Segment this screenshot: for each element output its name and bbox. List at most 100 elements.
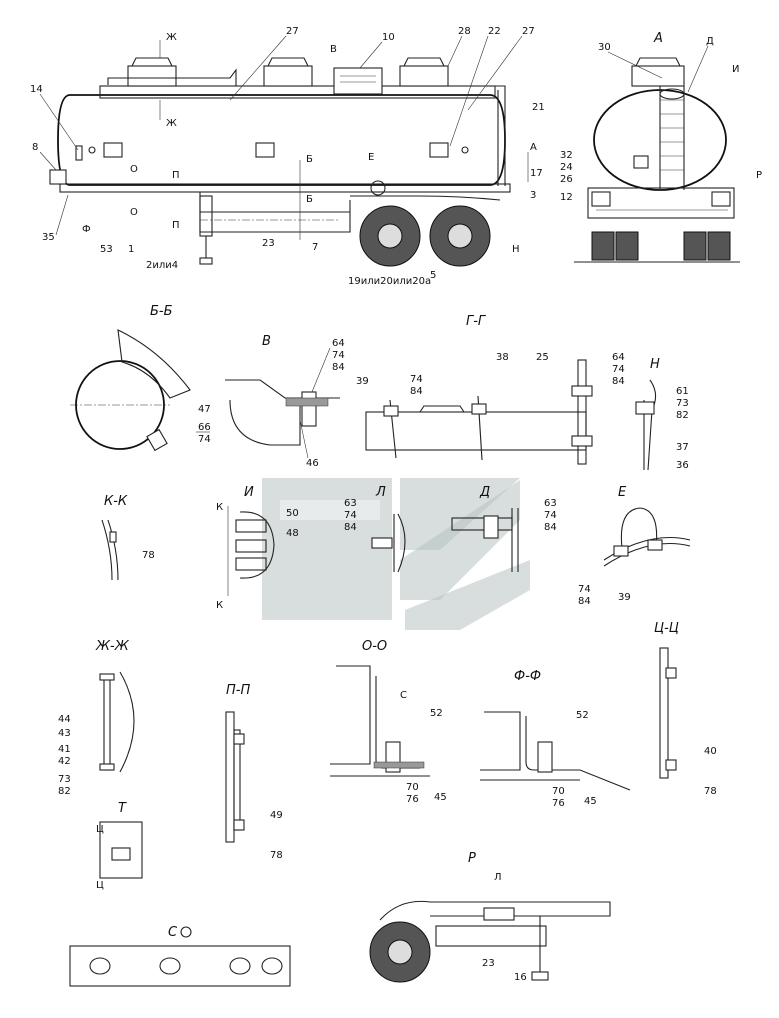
section-OO: О-О С 52 70 76 45 bbox=[330, 639, 447, 805]
side-view-labels: 14 8 35 Ф 53 1 О О П П 2или4 23 7 Б Б Е … bbox=[30, 26, 545, 287]
callout-74: 74 bbox=[344, 510, 357, 521]
callout-24: 24 bbox=[560, 162, 573, 173]
section-ZH-bottom: Ж bbox=[166, 118, 177, 129]
section-BB-title: Б-Б bbox=[150, 304, 173, 319]
section-ZHZH-title: Ж-Ж bbox=[95, 639, 130, 654]
section-TSTS-title: Ц-Ц bbox=[654, 621, 679, 636]
section-TS-bottom: Ц bbox=[96, 880, 104, 891]
callout-74: 74 bbox=[578, 584, 591, 595]
callout-23: 23 bbox=[262, 238, 275, 249]
detail-D: Д 63 74 84 bbox=[451, 485, 557, 572]
section-KK-title: К-К bbox=[104, 494, 128, 509]
callout-84: 84 bbox=[544, 522, 557, 533]
callout-16: 16 bbox=[514, 972, 527, 983]
callout-L: Л bbox=[494, 872, 502, 883]
callout-32: 32 bbox=[560, 150, 573, 161]
detail-E: Е 74 84 39 bbox=[578, 485, 691, 607]
watermark-logo bbox=[262, 478, 530, 630]
callout-66: 66 bbox=[198, 422, 211, 433]
callout-27-left: 27 bbox=[286, 26, 299, 37]
detail-R-title: Р bbox=[468, 851, 476, 866]
callout-82: 82 bbox=[676, 410, 689, 421]
callout-74: 74 bbox=[612, 364, 625, 375]
side-view bbox=[49, 40, 529, 267]
detail-I-title: И bbox=[244, 485, 254, 500]
callout-1: 1 bbox=[128, 244, 134, 255]
callout-63: 63 bbox=[544, 498, 557, 509]
callout-27-right: 27 bbox=[522, 26, 535, 37]
callout-73: 73 bbox=[676, 398, 689, 409]
callout-64: 64 bbox=[332, 338, 345, 349]
callout-12: 12 bbox=[560, 192, 573, 203]
callout-74: 74 bbox=[332, 350, 345, 361]
section-TSTS: Ц-Ц 40 78 bbox=[654, 621, 717, 797]
section-ZHZH: Ж-Ж 44 43 41 42 73 82 bbox=[58, 639, 135, 797]
callout-50: 50 bbox=[286, 508, 299, 519]
section-S: С bbox=[69, 925, 291, 987]
callout-3: 3 bbox=[530, 190, 536, 201]
callout-78: 78 bbox=[142, 550, 155, 561]
view-A-marker: А bbox=[530, 142, 537, 153]
callout-42: 42 bbox=[58, 756, 71, 767]
callout-37: 37 bbox=[676, 442, 689, 453]
front-view-labels: А 30 Д И 32 26 24 12 Р bbox=[560, 31, 762, 203]
callout-76: 76 bbox=[552, 798, 565, 809]
detail-T: Т Ц Ц bbox=[96, 801, 143, 891]
section-K-top: К bbox=[216, 502, 223, 513]
callout-8: 8 bbox=[32, 142, 38, 153]
callout-61: 61 bbox=[676, 386, 689, 397]
callout-78: 78 bbox=[270, 850, 283, 861]
callout-19-20-20a: 19или20или20а bbox=[348, 276, 431, 287]
callout-17: 17 bbox=[530, 168, 543, 179]
section-B-bottom: Б bbox=[306, 194, 313, 205]
callout-84: 84 bbox=[410, 386, 423, 397]
detail-I: И К К 50 48 bbox=[216, 485, 299, 611]
callout-45: 45 bbox=[434, 792, 447, 803]
callout-73: 73 bbox=[58, 774, 71, 785]
section-TS-top: Ц bbox=[96, 824, 104, 835]
section-KK: К-К 78 bbox=[101, 494, 155, 581]
callout-78: 78 bbox=[704, 786, 717, 797]
callout-V: В bbox=[330, 44, 337, 55]
callout-53: 53 bbox=[100, 244, 113, 255]
callout-D: Д bbox=[706, 36, 714, 47]
callout-39: 39 bbox=[356, 376, 369, 387]
callout-N: Н bbox=[512, 244, 520, 255]
section-R: Р bbox=[756, 170, 762, 181]
section-K-bottom: К bbox=[216, 600, 223, 611]
detail-D-title: Д bbox=[479, 485, 490, 500]
section-F: Ф bbox=[82, 224, 91, 235]
callout-82: 82 bbox=[58, 786, 71, 797]
detail-E-title: Е bbox=[618, 485, 627, 500]
callout-35: 35 bbox=[42, 232, 55, 243]
section-B-top: Б bbox=[306, 154, 313, 165]
callout-76: 76 bbox=[406, 794, 419, 805]
detail-L-title: Л bbox=[375, 485, 386, 500]
section-FF: Ф-Ф 52 70 76 45 bbox=[480, 669, 631, 809]
callout-44: 44 bbox=[58, 714, 71, 725]
callout-39: 39 bbox=[618, 592, 631, 603]
callout-84: 84 bbox=[332, 362, 345, 373]
callout-41: 41 bbox=[58, 744, 71, 755]
callout-40: 40 bbox=[704, 746, 717, 757]
callout-36: 36 bbox=[676, 460, 689, 471]
section-P-top: П bbox=[172, 170, 180, 181]
callout-74: 74 bbox=[410, 374, 423, 385]
callout-64: 64 bbox=[612, 352, 625, 363]
section-O-top: О bbox=[130, 164, 138, 175]
section-I: И bbox=[732, 64, 739, 75]
callout-5: 5 bbox=[430, 270, 436, 281]
callout-14: 14 bbox=[30, 84, 43, 95]
callout-84: 84 bbox=[578, 596, 591, 607]
callout-52: 52 bbox=[430, 708, 443, 719]
callout-38: 38 bbox=[496, 352, 509, 363]
detail-N: Н 61 73 82 37 36 bbox=[635, 357, 689, 471]
callout-28: 28 bbox=[458, 26, 471, 37]
detail-V: В 64 74 84 46 bbox=[225, 334, 345, 469]
callout-74: 74 bbox=[198, 434, 211, 445]
detail-T-title: Т bbox=[118, 801, 127, 816]
callout-48: 48 bbox=[286, 528, 299, 539]
callout-7: 7 bbox=[312, 242, 318, 253]
detail-V-title: В bbox=[262, 334, 271, 349]
section-P-bottom: П bbox=[172, 220, 180, 231]
